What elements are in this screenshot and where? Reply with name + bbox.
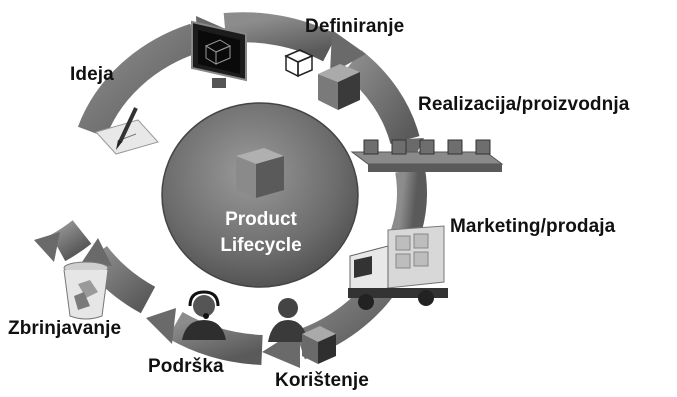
recycle-bin-icon [63,261,109,320]
arrow-segment-top [223,12,337,62]
stage-label-definiranje: Definiranje [305,16,405,37]
arrowhead-left [82,238,112,266]
arrowhead-far-left [34,232,60,262]
arrow-segment-right-top [342,50,420,145]
support-headset-icon [182,290,226,340]
arrow-segment-left [50,220,92,262]
stage-label-koristenje: Korištenje [275,370,369,391]
pen-drawing-icon [95,107,159,155]
computer-monitor-icon [191,20,247,88]
stage-label-zbrinjavanje: Zbrinjavanje [8,318,122,339]
arrow-segment-right [390,167,427,240]
center-title-line2: Lifecycle [220,235,302,256]
user-with-cube-icon [268,298,336,364]
center-hub [161,102,359,288]
conveyor-belt-icon [350,139,504,172]
stage-label-podrska: Podrška [148,356,224,377]
arrowhead-right-top [330,30,366,74]
center-title-line1: Product [225,209,297,230]
stage-label-ideja: Ideja [70,64,114,85]
wireframe-cube-icon [284,49,314,78]
delivery-truck-icon [348,225,448,310]
arrowhead-bottom-left [146,308,176,344]
cube-icon [318,64,360,110]
stage-label-realizacija: Realizacija/proizvodnja [418,94,630,115]
hub-cube-icon [236,148,284,198]
stage-label-marketing: Marketing/prodaja [450,216,616,237]
arrow-segment-top-left [77,23,200,138]
arrow-segment-bottom [167,311,263,365]
